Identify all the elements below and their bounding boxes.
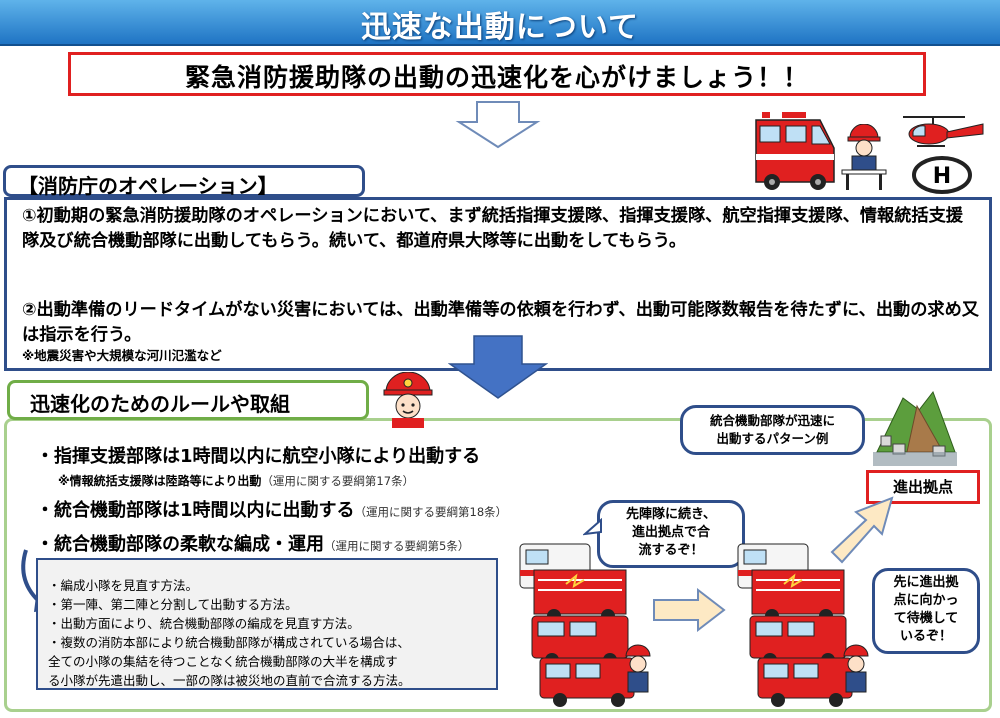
- bubble-tail: [583, 518, 602, 536]
- method-item: ・複数の消防本部により統合機動部隊が構成されている場合は、: [48, 635, 410, 650]
- page-title: 迅速な出動について: [360, 10, 640, 45]
- fire-engine-convoy-right: [737, 543, 869, 707]
- fire-engine-icon: [749, 615, 847, 667]
- slogan-text: 緊急消防援助隊の出動の迅速化を心がけましょう！！: [184, 63, 809, 92]
- rule-3: ・統合機動部隊の柔軟な編成・運用: [36, 534, 324, 555]
- rule-3-reference: （運用に関する要綱第5条）: [324, 539, 470, 553]
- bubble-line: 先に進出拠: [893, 575, 959, 590]
- fire-engine-icon: [751, 569, 845, 623]
- rule-1-subnote: ※情報統括支援隊は陸路等により出動: [58, 474, 262, 488]
- title-bar: [0, 0, 1000, 46]
- diagonal-arrow-icon: [830, 496, 894, 564]
- speech-bubble-left: 先陣隊に続き、 進出拠点で合 流するぞ！: [597, 500, 745, 568]
- bubble-line: て待機して: [893, 611, 959, 626]
- firefighter-icon: [383, 372, 433, 428]
- firefighter-icon: [843, 644, 869, 693]
- down-arrow-icon: [455, 101, 541, 149]
- method-item: ・第一陣、第二陣と分割して出動する方法。: [48, 597, 298, 612]
- rules-tab: [7, 380, 369, 420]
- method-list-box: [36, 558, 498, 690]
- fire-engine-icon: [755, 112, 835, 190]
- down-arrow-icon: [448, 335, 548, 399]
- method-item: 全ての小隊の集結を待つことなく統合機動部隊の大半を構成す: [48, 654, 398, 669]
- rule-2: ・統合機動部隊は1時間以内に出動する: [36, 500, 355, 521]
- fire-engine-icon: [539, 657, 635, 707]
- operation-item-2: ②出動準備のリードタイムがない災害においては、出動準備等の依頼を行わず、出動可能…: [22, 300, 979, 345]
- slogan-box: [68, 52, 926, 96]
- bubble-line: 進出拠点で合: [631, 525, 710, 540]
- firefighter-icon: [625, 644, 651, 693]
- bubble-line: 点に向かっ: [893, 593, 959, 608]
- operations-heading: 【消防庁のオペレーション】: [18, 174, 278, 198]
- rule-2-reference: （運用に関する要綱第18条）: [354, 505, 508, 519]
- rules-heading: 迅速化のためのルールや取組: [30, 392, 290, 416]
- firefighter-icon: [841, 124, 887, 190]
- method-item: ・出動方面により、統合機動部隊の編成を見直す方法。: [48, 616, 360, 631]
- operations-tab: [3, 165, 365, 197]
- fire-engine-convoy-left: [519, 543, 651, 707]
- pattern-label-line: 統合機動部隊が迅速に: [709, 413, 835, 428]
- fire-engine-icon: [757, 657, 853, 707]
- method-item: ・編成小隊を見直す方法。: [48, 578, 199, 593]
- bubble-line: 先陣隊に続き、: [625, 507, 717, 522]
- svg-text:H: H: [933, 164, 951, 189]
- rule-1-reference: （運用に関する要綱第17条）: [261, 474, 415, 488]
- helicopter-icon: [903, 116, 984, 147]
- bubble-line: いるぞ！: [899, 629, 952, 644]
- right-arrow-icon: [653, 588, 726, 632]
- landslide-icon: [873, 390, 957, 466]
- operation-note: ※地震災害や大規模な河川氾濫など: [22, 348, 222, 363]
- method-item: る小隊が先遣出動し、一部の隊は被災地の直前で合流する方法。: [48, 673, 411, 688]
- helipad-icon: H: [912, 156, 972, 194]
- bubble-line: 流するぞ！: [638, 543, 704, 558]
- rule-1: ・指揮支援部隊は1時間以内に航空小隊により出動する: [36, 446, 481, 467]
- fire-engine-icon: [533, 569, 627, 623]
- advance-base-label: 進出拠点: [866, 470, 980, 504]
- pattern-label: 統合機動部隊が迅速に 出動するパターン例: [680, 405, 865, 455]
- operation-item-1: ①初動期の緊急消防援助隊のオペレーションにおいて、まず統括指揮支援隊、指揮支援隊…: [22, 206, 963, 251]
- speech-bubble-right: 先に進出拠 点に向かっ て待機して いるぞ！: [872, 568, 980, 654]
- pattern-label-line: 出動するパターン例: [716, 431, 829, 446]
